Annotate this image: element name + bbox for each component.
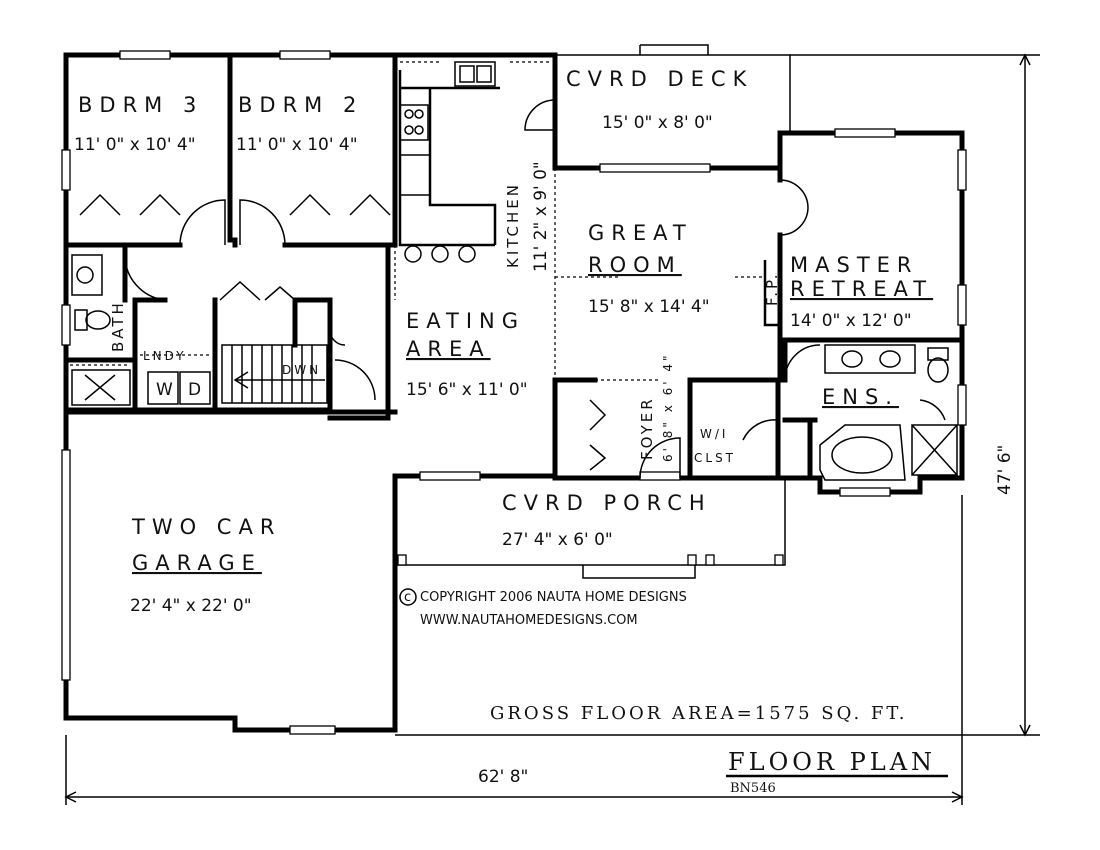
label-foyer: FOYER [638, 396, 656, 460]
label-master: MASTER [790, 253, 919, 277]
overall-width: 62' 8" [478, 767, 528, 787]
dims-great-room: 15' 8" x 14' 4" [588, 297, 710, 317]
label-garage: GARAGE [132, 551, 262, 575]
cvrd-porch-outline [394, 478, 786, 579]
stair [221, 344, 328, 404]
kitchen-fixtures [394, 61, 660, 381]
dims-cvrd-deck: 15' 0" x 8' 0" [602, 113, 713, 133]
closet-marks [79, 193, 607, 471]
label-stair-down: DWN [282, 363, 321, 377]
dims-bdrm3: 11' 0" x 10' 4" [74, 135, 196, 155]
label-two-car: TWO CAR [131, 515, 281, 539]
dims-garage: 22' 4" x 22' 0" [130, 596, 252, 616]
label-area: AREA [406, 337, 491, 361]
overall-depth: 47' 6" [995, 445, 1015, 495]
label-great: GREAT [588, 221, 693, 245]
label-retreat: RETREAT [790, 277, 933, 301]
plan-title: FLOOR PLAN [728, 748, 936, 776]
label-dryer: D [188, 380, 201, 400]
dims-eating: 15' 6" x 11' 0" [406, 380, 528, 400]
label-kitchen: KITCHEN [504, 182, 522, 268]
ensuite-fixtures [819, 344, 958, 481]
dims-master: 14' 0" x 12' 0" [790, 311, 912, 331]
plan-number: BN546 [730, 781, 776, 796]
dims-cvrd-porch: 27' 4" x 6' 0" [502, 530, 613, 550]
label-bdrm3: BDRM 3 [78, 93, 203, 117]
label-cvrd-deck: CVRD DECK [566, 67, 753, 91]
label-ens: ENS. [822, 385, 899, 409]
label-eating: EATING [406, 309, 525, 333]
label-lndy: LNDY [143, 349, 187, 363]
gross-floor-area: GROSS FLOOR AREA=1575 SQ. FT. [490, 703, 908, 724]
fireplace [735, 260, 780, 327]
bath-fixtures [70, 254, 211, 406]
svg-text:c: c [404, 590, 411, 605]
label-washer: W [156, 380, 173, 400]
copyright-text: COPYRIGHT 2006 NAUTA HOME DESIGNS [420, 590, 687, 605]
copyright-block: c COPYRIGHT 2006 NAUTA HOME DESIGNS WWW.… [399, 588, 687, 628]
room-labels: BDRM 3 11' 0" x 10' 4" BDRM 2 11' 0" x 1… [74, 67, 933, 616]
label-room: ROOM [588, 253, 682, 277]
door-swings [124, 99, 821, 479]
interior-walls [63, 52, 965, 481]
label-bath: BATH [109, 300, 127, 352]
copyright-icon [399, 588, 417, 606]
title-block: FLOOR PLAN BN546 [726, 748, 948, 796]
label-fireplace: F.P. [763, 272, 781, 306]
dimension-lines [64, 53, 1040, 805]
label-bdrm2: BDRM 2 [238, 93, 363, 117]
dims-kitchen: 11' 2" x 9' 0" [531, 161, 551, 272]
dims-foyer: 6' 8" x 6' 4" [661, 352, 675, 462]
label-wic-2: CLST [694, 451, 736, 465]
dims-bdrm2: 11' 0" x 10' 4" [236, 135, 358, 155]
windows [61, 50, 967, 735]
label-cvrd-porch: CVRD PORCH [502, 491, 712, 515]
copyright-url: WWW.NAUTAHOMEDESIGNS.COM [420, 613, 638, 628]
label-wic-1: W/I [700, 427, 728, 441]
